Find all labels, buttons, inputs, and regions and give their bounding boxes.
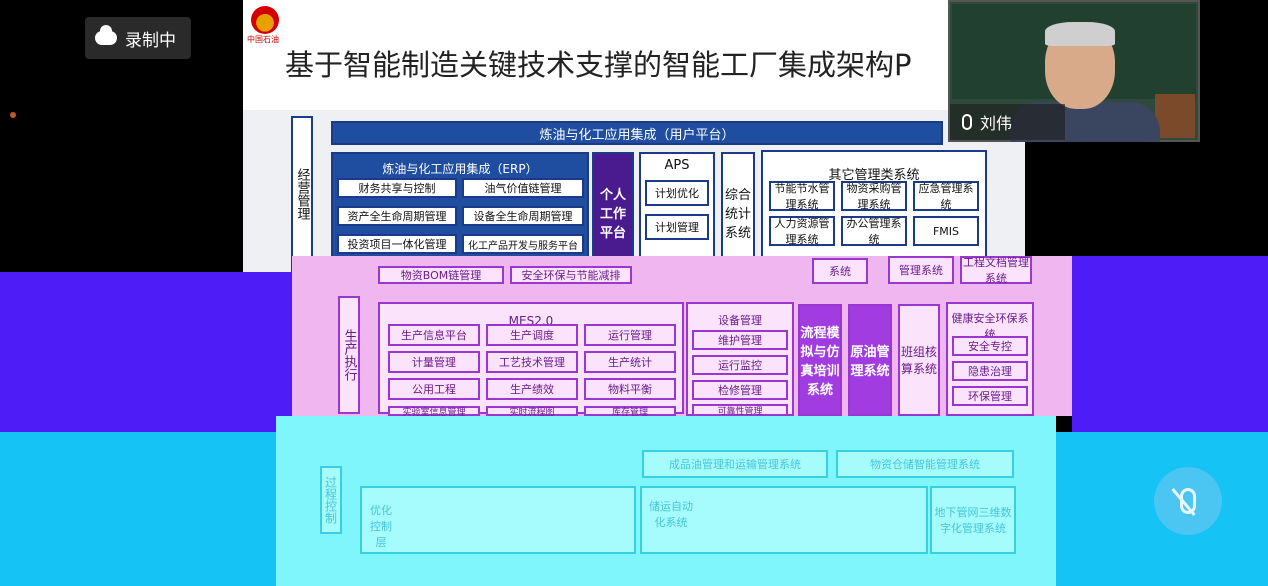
pink-row-item: 安全环保与节能减排 [510,266,632,284]
status-dot [10,112,16,118]
mute-button[interactable] [1154,467,1222,535]
mes-item: 生产信息平台 [388,324,480,346]
other-item: 办公管理系统 [841,216,907,246]
pink-row-item: 工程文档管理系统 [960,256,1032,285]
cyan-top-item: 成品油管理和运输管理系统 [642,450,828,478]
aps-item: 计划管理 [645,214,709,240]
team-system: 班组核算系统 [898,304,940,416]
erp-item: 资产全生命周期管理 [337,206,457,226]
equip-item: 运行监控 [692,355,788,375]
webcam-tile[interactable] [948,0,1200,142]
glitch-band-right [1072,256,1268,432]
cloud-icon [95,25,117,45]
erp-item: 油气价值链管理 [462,178,584,198]
glitch-band-cyan: 成品油管理和运输管理系统 物资仓储智能管理系统 过程控制 优化控制层 储运自动化… [276,416,1056,586]
recording-badge[interactable]: 录制中 [85,17,191,59]
mes-item: 运行管理 [584,324,676,346]
ctrl-label: 过程控制 [320,466,342,534]
mes-item: 生产统计 [584,351,676,373]
other-item: 物资采购管理系统 [841,181,907,211]
aps-item: 计划优化 [645,180,709,206]
mes-item: 公用工程 [388,378,480,400]
erp-item: 财务共享与控制 [337,178,457,198]
hse-item: 环保管理 [952,386,1028,406]
equip-item: 检修管理 [692,380,788,400]
platform-banner: 炼油与化工应用集成（用户平台） [331,121,943,145]
equip-item: 可靠性管理 [692,404,788,416]
cyan-right-label: 储运自动化系统 [649,500,693,529]
prod-label: 生产执行 [338,296,360,414]
other-item: 节能节水管理系统 [769,181,835,211]
speaker-name: 刘伟 [980,114,1013,133]
other-item: 应急管理系统 [913,181,979,211]
mes-item: 工艺技术管理 [486,351,578,373]
slide-header: 中国石油 基于智能制造关键技术支撑的智能工厂集成架构P [243,0,1025,110]
crude-system: 原油管理系统 [848,304,892,416]
mes-item: 物料平衡 [584,378,676,400]
erp-item: 投资项目一体化管理 [337,234,457,254]
stats-system: 综合统计系统 [721,152,755,272]
pink-row-item: 管理系统 [888,256,954,284]
mes-item: 实验室信息管理 [388,406,480,416]
hse-item: 隐患治理 [952,361,1028,381]
microphone-icon [962,114,972,130]
cyan-left-panel: 优化控制层 [360,486,636,554]
glitch-band-left [0,272,292,432]
mes-item: 生产绩效 [486,378,578,400]
other-item: FMIS [913,216,979,246]
personal-platform: 个人工作平台 [592,152,634,272]
mgmt-label: 经营管理 [291,116,313,272]
slide-title: 基于智能制造关键技术支撑的智能工厂集成架构P [285,48,912,82]
recording-label: 录制中 [125,30,176,51]
webcam-name-label: 刘伟 [950,104,1065,140]
equip-item: 维护管理 [692,330,788,350]
pink-row-item: 系统 [812,258,868,284]
speaker-hair [1045,22,1115,46]
hse-item: 安全专控 [952,336,1028,356]
simulation-system: 流程模拟与仿真培训系统 [798,304,842,416]
cyan-far-right: 地下管网三维数字化管理系统 [930,486,1016,554]
shared-slide: 中国石油 基于智能制造关键技术支撑的智能工厂集成架构P 炼油与化工应用集成（用户… [243,0,1025,272]
mes-item: 实时流程图 [486,406,578,416]
mes-item: 库存管理 [584,406,676,416]
cyan-left-label: 优化控制层 [370,504,392,549]
cyan-right-panel: 储运自动化系统 [640,486,928,554]
aps-panel: APS [639,152,715,272]
mes-item: 计量管理 [388,351,480,373]
mes-item: 生产调度 [486,324,578,346]
erp-item: 设备全生命周期管理 [462,206,584,226]
cyan-top-item: 物资仓储智能管理系统 [836,450,1014,478]
logo-text: 中国石油 [247,35,279,44]
bookshelf [1155,94,1195,138]
other-item: 人力资源管理系统 [769,216,835,246]
petrochina-logo-icon [251,6,279,34]
glitch-band-pink: 物资BOM链管理 安全环保与节能减排 系统 管理系统 工程文档管理系统 生产执行… [292,256,1072,416]
erp-item: 化工产品开发与服务平台 [462,234,584,254]
pink-row-item: 物资BOM链管理 [378,266,504,284]
